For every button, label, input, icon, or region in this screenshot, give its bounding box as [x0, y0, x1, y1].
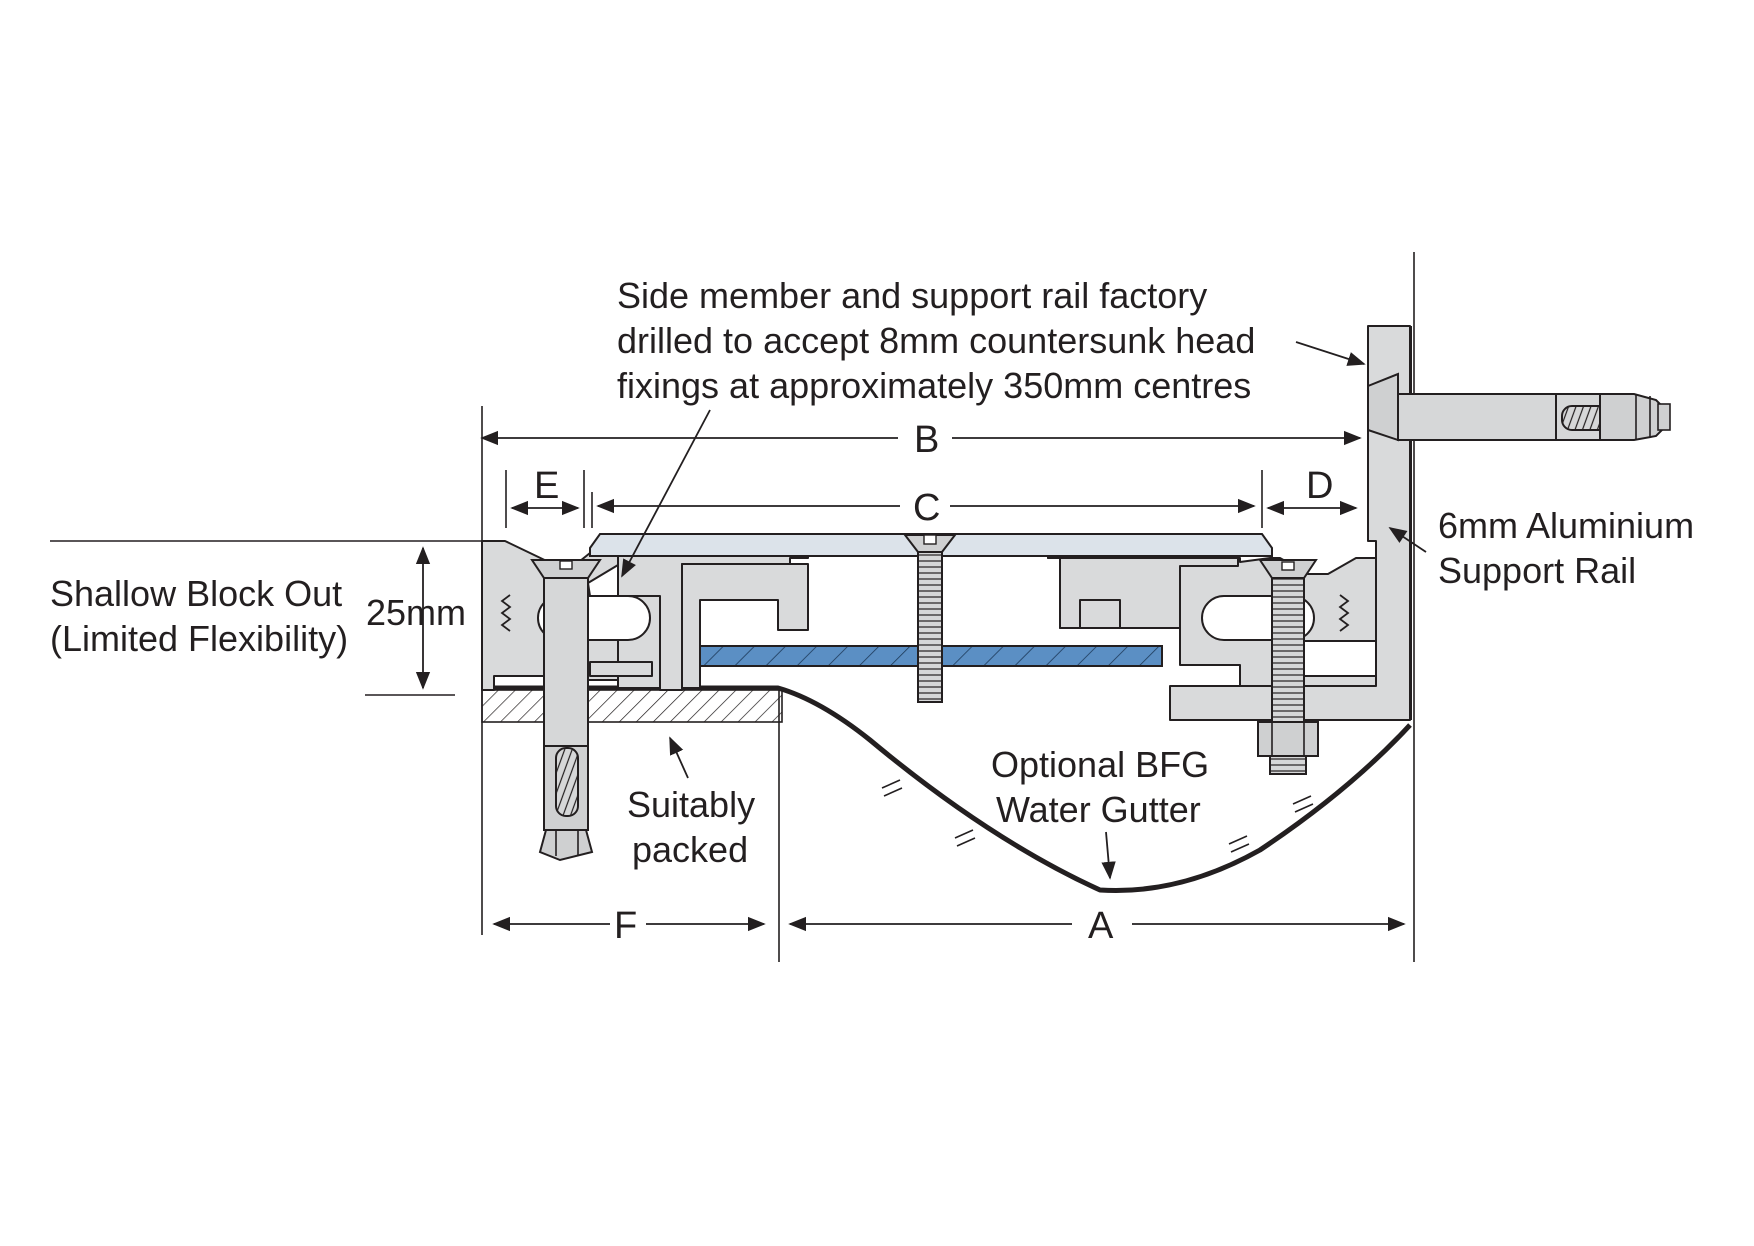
dim-b-label: B [914, 419, 939, 461]
blockout-label: Shallow Block Out (Limited Flexibility) [50, 573, 348, 659]
centre-screw [902, 534, 958, 703]
blockout-line-1: Shallow Block Out [50, 573, 342, 614]
rail-line-2: Support Rail [1438, 550, 1636, 591]
rail-line-1: 6mm Aluminium [1438, 505, 1694, 546]
left-side-member [481, 540, 809, 691]
packed-line-1: Suitably [627, 784, 755, 825]
gutter-break-marks [881, 779, 1314, 853]
gutter-line-1: Optional BFG [991, 744, 1209, 785]
note-line-1: Side member and support rail factory [617, 275, 1207, 316]
left-anchor-bolt [530, 559, 602, 862]
gutter-line-2: Water Gutter [996, 789, 1201, 830]
packed-label: Suitably packed [627, 784, 755, 870]
left-slab [50, 406, 783, 962]
dim-a-label: A [1088, 905, 1114, 947]
dim-c-label: C [913, 487, 940, 529]
depth-label: 25mm [366, 592, 466, 633]
wall-anchor-bolt [1367, 372, 1671, 442]
blockout-line-2: (Limited Flexibility) [50, 618, 348, 659]
note-label: Side member and support rail factory dri… [617, 275, 1255, 406]
dimension-letters: B C E D F A [534, 419, 1333, 947]
water-gutter [482, 685, 1412, 893]
packing-layer [481, 689, 783, 723]
dim-f-label: F [614, 905, 637, 947]
note-line-3: fixings at approximately 350mm centres [617, 365, 1251, 406]
right-side-member [1047, 545, 1377, 701]
dimension-lines [415, 430, 1406, 932]
dim-e-label: E [534, 465, 559, 507]
leader-lines [621, 341, 1427, 880]
gutter-label: Optional BFG Water Gutter [991, 744, 1209, 830]
packed-line-2: packed [632, 829, 748, 870]
right-bolt [1257, 559, 1319, 775]
dim-d-label: D [1306, 465, 1333, 507]
rail-label: 6mm Aluminium Support Rail [1438, 505, 1694, 591]
note-line-2: drilled to accept 8mm countersunk head [617, 320, 1255, 361]
